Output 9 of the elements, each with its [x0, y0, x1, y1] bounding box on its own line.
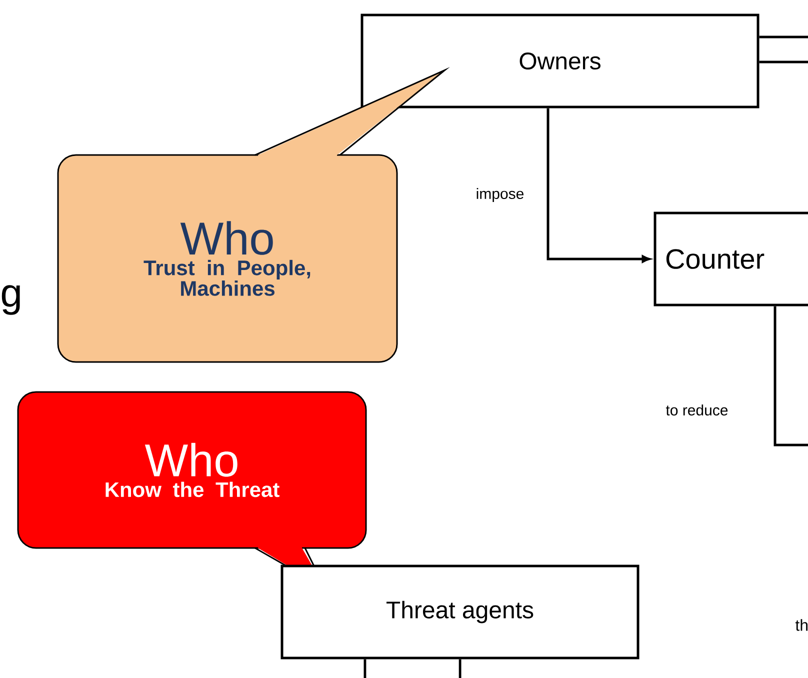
process-box: Counter [654, 212, 808, 306]
process-box: Threat agents [280, 564, 640, 660]
speech-bubble: Who Know the Threat [17, 391, 367, 590]
process-box: Owners [360, 14, 760, 108]
edge-label: impose [474, 186, 526, 204]
cut-off-text: g [2, 285, 20, 315]
cut-off-text: th [795, 619, 808, 631]
edge-label: to reduce [664, 402, 730, 418]
speech-bubble: Who Trust in People, Machines [57, 66, 450, 363]
